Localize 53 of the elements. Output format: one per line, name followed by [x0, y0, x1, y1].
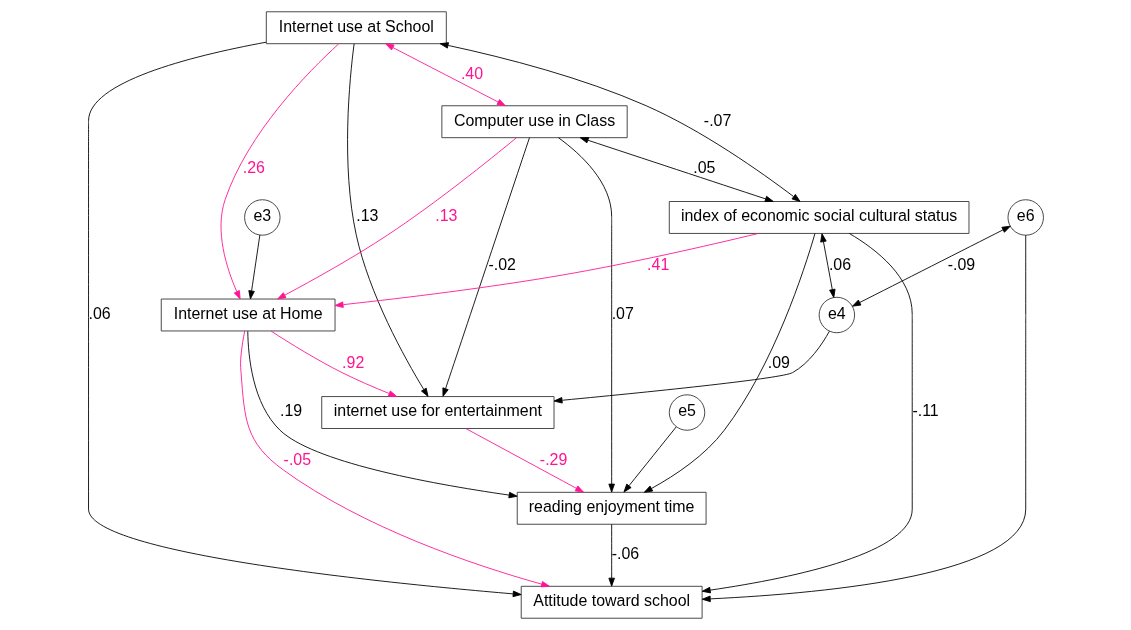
edge-label: -.11	[911, 402, 939, 420]
edge-label: .19	[279, 402, 302, 420]
arrow	[247, 234, 260, 300]
node-box: index of economic social cultural status	[668, 201, 969, 234]
arrow	[557, 137, 615, 493]
edge-label: -.07	[703, 111, 731, 129]
node-box: reading enjoyment time	[516, 491, 707, 525]
edge-label: .05	[692, 158, 715, 176]
arrow	[246, 330, 518, 499]
edge-label: -.02	[487, 256, 516, 274]
arrow	[643, 233, 815, 493]
node-circle: e5	[668, 394, 705, 431]
arrow	[441, 137, 530, 397]
node-box: Internet use at Home	[160, 298, 335, 332]
node-box: Attitude toward school	[520, 585, 703, 619]
arrow	[553, 330, 830, 404]
arrow	[384, 43, 506, 107]
arrow	[346, 43, 428, 397]
arrow	[220, 43, 339, 300]
arrow	[239, 330, 550, 588]
arrow	[87, 41, 522, 598]
arrow	[701, 234, 1026, 603]
arrow	[276, 137, 517, 300]
edge-label: -.29	[539, 451, 567, 469]
node-box: internet use for entertainment	[320, 396, 554, 429]
edge-label: .92	[341, 353, 364, 371]
edge-label: .06	[828, 256, 851, 274]
edge-label: .06	[88, 304, 111, 322]
arrow	[701, 233, 913, 594]
node-circle: e4	[818, 296, 855, 334]
arrow	[464, 428, 584, 493]
edge-label: .26	[242, 158, 265, 176]
arrow	[334, 233, 759, 308]
arrow	[439, 42, 800, 202]
arrow	[623, 426, 677, 493]
edge-label: .13	[434, 207, 457, 225]
node-box: Computer use in Class	[440, 105, 628, 139]
edge-label: -.06	[611, 545, 639, 563]
node-box: Internet use at School	[265, 11, 447, 45]
node-circle: e3	[243, 199, 280, 236]
edge-label: .40	[460, 64, 483, 82]
arrow	[270, 330, 397, 397]
edge-label: .07	[611, 304, 634, 322]
edge-label: .13	[355, 207, 378, 225]
arrow	[579, 137, 774, 203]
edge-label: -.09	[947, 256, 975, 274]
edge-label: .09	[767, 353, 790, 371]
edge-label: .41	[646, 256, 669, 274]
arrow	[819, 233, 836, 298]
node-circle: e6	[1007, 199, 1044, 236]
arrow	[851, 225, 1011, 307]
edge-label: -.05	[283, 451, 311, 469]
arrow	[607, 523, 615, 587]
